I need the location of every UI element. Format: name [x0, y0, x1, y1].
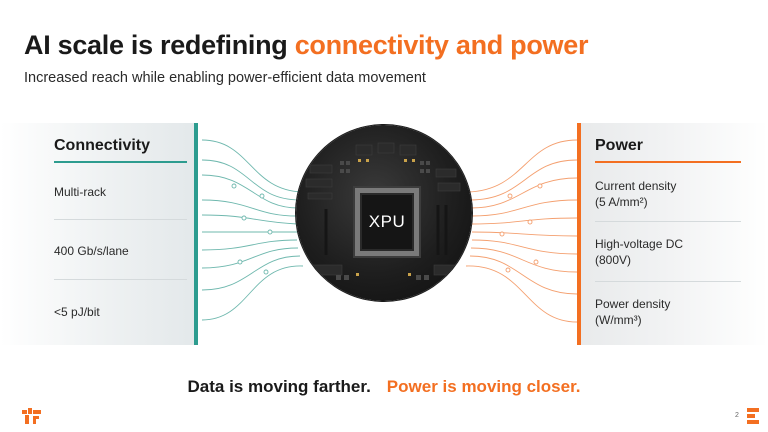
- xpu-label: XPU: [368, 212, 406, 231]
- page-number: 2: [735, 412, 739, 419]
- tagline-left: Data is moving farther.: [187, 377, 371, 396]
- connectivity-accent-bar: [194, 123, 198, 345]
- tagline: Data is moving farther. Power is moving c…: [0, 377, 768, 397]
- connectivity-item-1: Multi-rack: [54, 185, 107, 199]
- chip-image: XPU: [296, 125, 472, 301]
- connectivity-panel: Connectivity Multi-rack 400 Gb/s/lane <5…: [0, 123, 198, 345]
- power-divider: [595, 281, 741, 282]
- power-item-2-line1: High-voltage DC: [595, 237, 684, 251]
- power-accent-bar: [577, 123, 581, 345]
- connectivity-divider: [54, 219, 187, 220]
- tagline-right: Power is moving closer.: [386, 377, 581, 396]
- power-item-2-line2: (800V): [595, 253, 632, 267]
- connectivity-item-3: <5 pJ/bit: [54, 305, 100, 319]
- power-panel: Power Current density (5 A/mm²) High-vol…: [577, 123, 768, 345]
- power-item-1-line2: (5 A/mm²): [595, 195, 648, 209]
- power-divider: [595, 221, 741, 222]
- title-main: AI scale is redefining: [24, 30, 295, 60]
- connectivity-heading-rule: [54, 161, 187, 163]
- connectivity-item-2: 400 Gb/s/lane: [54, 244, 129, 258]
- power-item-1: Current density (5 A/mm²): [595, 178, 676, 210]
- power-item-3-line2: (W/mm³): [595, 313, 642, 327]
- power-item-3: Power density (W/mm³): [595, 296, 670, 328]
- slide-title: AI scale is redefining connectivity and …: [24, 30, 588, 61]
- brand-mark-icon: [747, 408, 759, 424]
- connectivity-heading: Connectivity: [54, 137, 151, 154]
- power-heading: Power: [595, 137, 644, 154]
- power-item-3-line1: Power density: [595, 297, 671, 311]
- power-heading-rule: [595, 161, 741, 163]
- xpu-chip: XPU: [355, 188, 419, 256]
- circuit-board-illustration: [305, 142, 461, 280]
- brand-logo-icon: [22, 408, 41, 424]
- power-item-2: High-voltage DC (800V): [595, 236, 683, 268]
- title-accent: connectivity and power: [294, 30, 589, 60]
- power-item-1-line1: Current density: [595, 179, 677, 193]
- slide-subtitle: Increased reach while enabling power-eff…: [24, 70, 426, 86]
- connectivity-divider: [54, 279, 187, 280]
